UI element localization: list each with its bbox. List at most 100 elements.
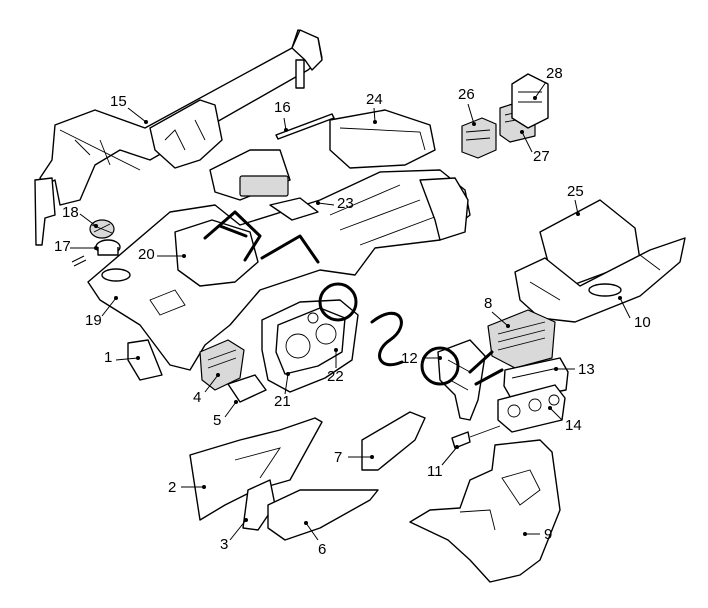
part-right-knee-panel: [361, 411, 426, 471]
leader-dot-3: [244, 518, 248, 522]
leader-dot-12: [438, 356, 442, 360]
leader-dot-5: [234, 400, 238, 404]
leader-dot-18: [94, 224, 98, 228]
part-lower-panel: [267, 489, 379, 541]
callout-label-8: 8: [484, 295, 492, 312]
leader-dot-10: [618, 296, 622, 300]
leader-line-27: [521, 131, 533, 153]
leader-line-21: [284, 373, 289, 395]
callout-label-6: 6: [318, 541, 326, 558]
part-instrument-cluster: [275, 307, 346, 375]
callout-label-23: 23: [337, 195, 354, 212]
leader-line-4: [204, 374, 219, 393]
leader-dot-27: [520, 130, 524, 134]
leader-line-1: [115, 357, 139, 361]
part-lower-left-trim: [189, 417, 323, 521]
leader-dot-16: [284, 128, 288, 132]
callout-label-25: 25: [567, 183, 584, 200]
leader-dot-21: [286, 372, 290, 376]
leader-dot-20: [182, 254, 186, 258]
leader-line-25: [574, 199, 579, 215]
part-left-vent: [199, 339, 245, 391]
leader-line-19: [101, 297, 117, 317]
leader-line-6: [305, 522, 319, 541]
leader-line-16: [283, 117, 287, 131]
part-module-26: [461, 117, 497, 159]
leader-line-26: [467, 103, 475, 125]
part-strip: [275, 113, 335, 140]
callout-label-17: 17: [54, 238, 71, 255]
leader-dot-25: [576, 212, 580, 216]
part-side-cover: [127, 339, 163, 381]
leader-line-14: [549, 407, 563, 421]
leader-dot-22: [334, 348, 338, 352]
leader-line-3: [229, 519, 247, 541]
callout-label-15: 15: [110, 93, 127, 110]
part-centre-vent: [487, 309, 556, 369]
callout-leaders: [70, 81, 631, 541]
leader-dot-8: [506, 324, 510, 328]
leader-line-11: [441, 446, 458, 466]
part-small-trim: [451, 425, 501, 449]
callout-label-27: 27: [533, 148, 550, 165]
part-left-vent-cover: [227, 374, 267, 403]
leader-dot-17: [94, 246, 98, 250]
callout-label-1: 1: [104, 349, 112, 366]
leader-dot-9: [523, 532, 527, 536]
callout-label-13: 13: [578, 361, 595, 378]
callout-label-3: 3: [220, 536, 228, 553]
leader-dot-7: [370, 455, 374, 459]
callout-label-7: 7: [334, 449, 342, 466]
part-cross-car-beam: [34, 29, 323, 246]
leader-dot-28: [533, 96, 537, 100]
leader-dot-14: [548, 406, 552, 410]
callout-label-12: 12: [401, 350, 418, 367]
callout-label-5: 5: [213, 412, 221, 429]
leader-dot-26: [472, 122, 476, 126]
leader-line-15: [127, 107, 147, 123]
callout-label-18: 18: [62, 204, 79, 221]
watermark-logo: [203, 210, 504, 386]
callout-label-11: 11: [427, 463, 443, 480]
leader-line-23: [317, 202, 335, 206]
callout-label-10: 10: [634, 314, 651, 331]
leader-line-10: [619, 297, 631, 319]
callout-label-9: 9: [544, 526, 552, 543]
callout-label-19: 19: [85, 312, 102, 329]
leader-dot-19: [114, 296, 118, 300]
leader-line-8: [491, 311, 509, 327]
leader-line-5: [224, 401, 237, 418]
part-centre-console: [409, 439, 561, 583]
callout-label-28: 28: [546, 65, 563, 82]
leader-dot-15: [144, 120, 148, 124]
leader-line-28: [534, 81, 547, 99]
callout-label-14: 14: [565, 417, 582, 434]
leader-dot-1: [136, 356, 140, 360]
leader-dot-2: [202, 485, 206, 489]
leader-dot-11: [455, 445, 459, 449]
part-knee-bolster: [242, 479, 276, 531]
callout-label-21: 21: [274, 393, 291, 410]
callout-label-24: 24: [366, 91, 383, 108]
part-centre-top-panel: [209, 149, 319, 221]
leader-dot-13: [554, 367, 558, 371]
callout-label-22: 22: [327, 368, 344, 385]
callout-label-2: 2: [168, 479, 176, 496]
part-centre-bracket: [437, 339, 486, 421]
part-top-tray: [329, 109, 436, 169]
leader-dot-4: [216, 373, 220, 377]
callout-label-4: 4: [193, 389, 201, 406]
leader-dot-23: [316, 201, 320, 205]
callout-label-26: 26: [458, 86, 475, 103]
leader-dot-24: [373, 120, 377, 124]
part-speaker: [89, 219, 115, 239]
part-instrument-panel: [87, 169, 471, 371]
leader-dot-6: [304, 521, 308, 525]
leader-line-18: [79, 213, 97, 227]
part-module-28: [511, 73, 549, 129]
callout-label-20: 20: [138, 246, 155, 263]
leader-line-24: [373, 107, 376, 123]
callout-label-16: 16: [274, 99, 291, 116]
